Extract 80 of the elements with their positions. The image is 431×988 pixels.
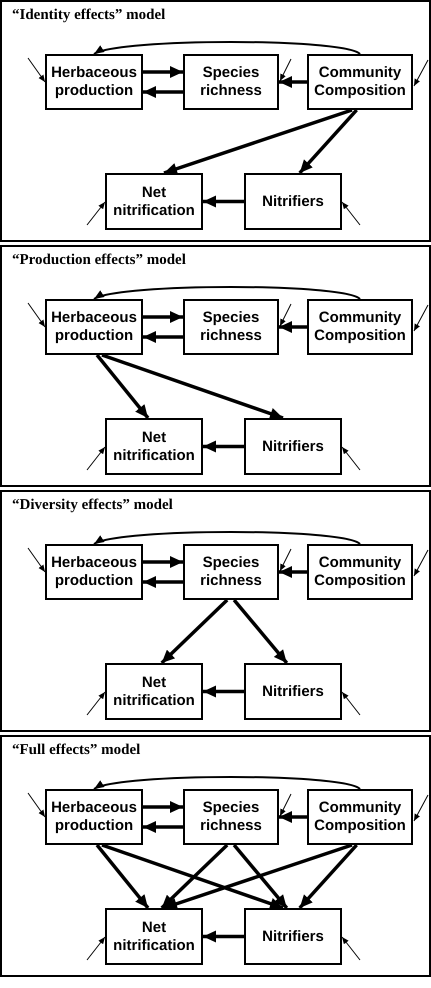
arrow xyxy=(143,311,183,323)
error-arrow xyxy=(86,202,106,226)
arrow xyxy=(101,353,284,420)
arrow xyxy=(143,801,183,813)
arrow xyxy=(279,811,307,823)
variable-box: Nitrifiers xyxy=(244,908,342,965)
arrow xyxy=(203,930,244,942)
error-arrow xyxy=(342,936,360,960)
error-arrow xyxy=(414,60,428,86)
arrow xyxy=(298,844,358,910)
variable-box: Net nitrification xyxy=(105,663,203,720)
arrow xyxy=(279,321,307,333)
variable-box: Herbaceous production xyxy=(45,544,143,600)
curved-arrow xyxy=(94,776,360,790)
variable-box: Herbaceous production xyxy=(45,299,143,355)
arrow xyxy=(143,556,183,568)
arrow xyxy=(232,844,288,910)
variable-box: Community Composition xyxy=(307,299,413,355)
variable-box: Net nitrification xyxy=(105,908,203,965)
model-panel xyxy=(0,245,431,487)
arrow xyxy=(203,686,244,698)
arrow xyxy=(163,108,353,175)
arrow xyxy=(96,354,150,420)
error-arrow xyxy=(280,304,292,326)
arrow xyxy=(143,821,183,833)
panel-title: “Full effects” model xyxy=(12,741,140,759)
arrow xyxy=(203,440,244,452)
arrow xyxy=(160,844,228,910)
curved-arrow xyxy=(94,41,360,55)
curved-arrow xyxy=(94,531,360,545)
error-arrow xyxy=(28,548,46,572)
variable-box: Community Composition xyxy=(307,789,413,845)
arrow xyxy=(143,66,183,78)
variable-box: Herbaceous production xyxy=(45,789,143,845)
error-arrow xyxy=(28,58,46,82)
variable-box: Species richness xyxy=(183,299,279,355)
variable-box: Community Composition xyxy=(307,54,413,110)
variable-box: Net nitrification xyxy=(105,173,203,230)
error-arrow xyxy=(414,304,428,332)
error-arrow xyxy=(28,302,46,328)
error-arrow xyxy=(280,794,292,816)
arrow xyxy=(298,108,358,174)
error-arrow xyxy=(86,446,106,470)
panel-title: “Production effects” model xyxy=(12,251,186,269)
panel-title: “Identity effects” model xyxy=(12,6,166,24)
model-panel xyxy=(0,490,431,732)
variable-box: Nitrifiers xyxy=(244,663,342,720)
arrow xyxy=(203,196,244,208)
variable-box: Species richness xyxy=(183,54,279,110)
arrow xyxy=(143,331,183,343)
arrow xyxy=(160,598,228,664)
error-arrow xyxy=(280,58,292,82)
arrow xyxy=(232,598,288,664)
error-arrow xyxy=(414,550,428,576)
variable-box: Community Composition xyxy=(307,544,413,600)
error-arrow xyxy=(342,446,360,470)
curved-arrow xyxy=(94,286,360,300)
error-arrow xyxy=(280,548,292,572)
variable-box: Nitrifiers xyxy=(244,173,342,230)
arrow xyxy=(279,566,307,578)
arrow xyxy=(101,843,284,910)
error-arrow xyxy=(28,792,46,818)
error-arrow xyxy=(86,692,106,716)
variable-box: Nitrifiers xyxy=(244,418,342,475)
variable-box: Herbaceous production xyxy=(45,54,143,110)
arrow xyxy=(279,76,307,88)
error-arrow xyxy=(342,692,360,716)
error-arrow xyxy=(414,794,428,822)
panel-title: “Diversity effects” model xyxy=(12,496,173,514)
model-panel xyxy=(0,735,431,977)
variable-box: Species richness xyxy=(183,544,279,600)
error-arrow xyxy=(342,202,360,226)
arrow xyxy=(143,576,183,588)
arrow xyxy=(96,844,150,910)
model-panel xyxy=(0,0,431,242)
variable-box: Net nitrification xyxy=(105,418,203,475)
error-arrow xyxy=(86,936,106,960)
variable-box: Species richness xyxy=(183,789,279,845)
arrow xyxy=(163,843,353,910)
arrow xyxy=(143,86,183,98)
